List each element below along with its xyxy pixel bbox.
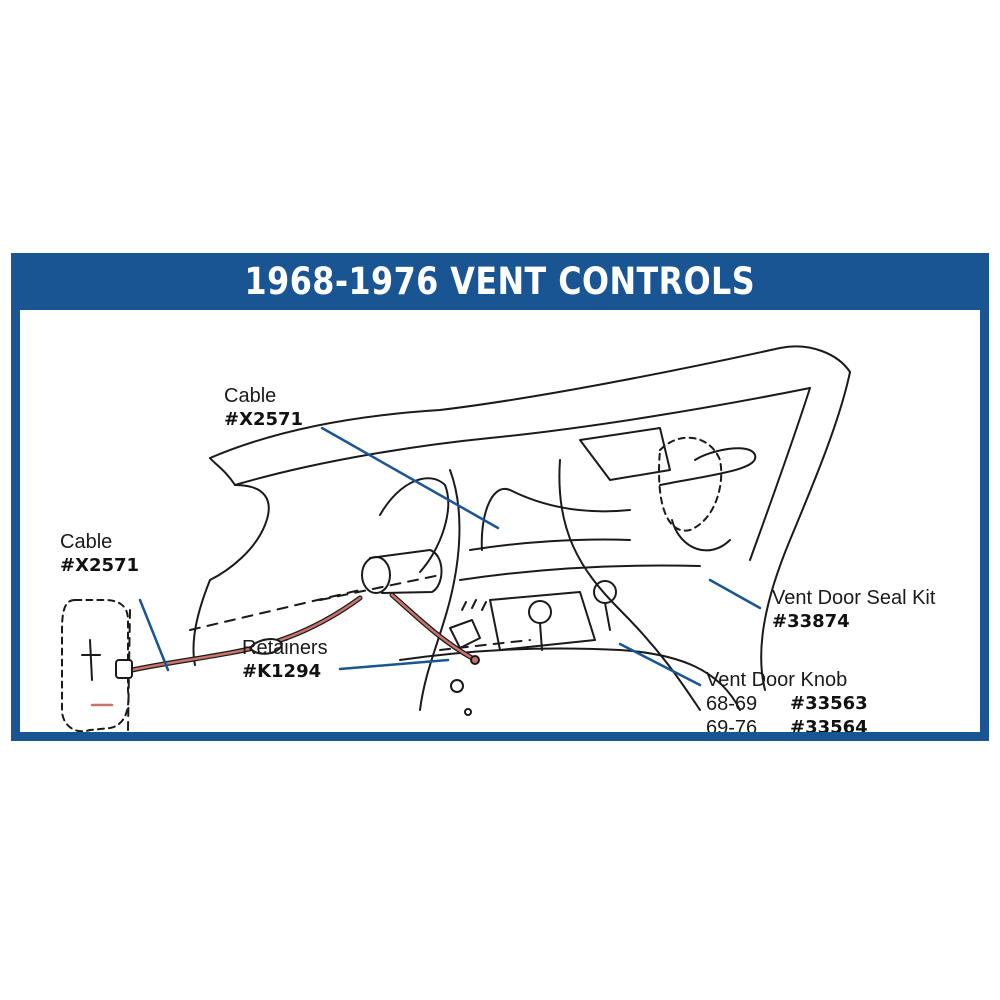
callout-cable-top-label: Cable bbox=[224, 385, 277, 407]
left-lever bbox=[81, 639, 101, 681]
leader-seal-kit bbox=[708, 578, 762, 610]
callout-cable-left-part: #X2571 bbox=[60, 555, 140, 576]
leader-cable-top bbox=[320, 426, 500, 530]
center-cable-highlight bbox=[390, 593, 474, 660]
dash-right-inner bbox=[749, 387, 811, 561]
callout-cable-left-label: Cable bbox=[60, 531, 113, 553]
vent-door-outline bbox=[658, 436, 723, 532]
console-center bbox=[469, 538, 631, 551]
diagram-title: 1968-1976 VENT CONTROLS bbox=[244, 260, 756, 303]
illustration-area: Cable #X2571 Cable #X2571 Retainers #K12… bbox=[20, 310, 980, 732]
console-left-edge bbox=[419, 469, 461, 711]
console-shelf bbox=[459, 564, 701, 581]
leader-cable-left bbox=[138, 598, 170, 672]
dash-pad-lower-edge bbox=[234, 387, 811, 486]
retainer-bracket bbox=[449, 619, 481, 649]
callout-knob-years-1: 68-69 bbox=[706, 693, 758, 715]
knob-left bbox=[528, 600, 552, 624]
dash-pad-outline bbox=[209, 345, 851, 459]
knob-right bbox=[593, 580, 617, 604]
left-cable-clip bbox=[248, 638, 284, 655]
retainer-clip bbox=[450, 679, 464, 693]
callout-retainers-label: Retainers bbox=[242, 637, 328, 659]
callout-knob-years-2: 69-76 bbox=[706, 717, 758, 732]
hidden-cable-route bbox=[189, 574, 531, 651]
binnacle-left bbox=[379, 477, 450, 573]
callout-knob-part-1: #33563 bbox=[790, 693, 868, 714]
diagram-panel: 1968-1976 VENT CONTROLS bbox=[11, 253, 989, 741]
knob-plate bbox=[489, 591, 596, 651]
callout-seal-kit-label: Vent Door Seal Kit bbox=[772, 587, 936, 609]
callout-knob-label: Vent Door Knob bbox=[706, 669, 848, 691]
leader-retainers bbox=[338, 658, 450, 671]
callout-cable-top-part: #X2571 bbox=[224, 409, 304, 430]
console-right-edge bbox=[558, 459, 701, 711]
dash-pad-face bbox=[209, 457, 236, 486]
vent-housing-top bbox=[579, 427, 671, 481]
left-cable-end bbox=[115, 659, 133, 679]
dashboard-line-art bbox=[61, 345, 851, 732]
upper-cable-loop bbox=[659, 447, 757, 486]
vent-door-seal bbox=[671, 519, 731, 552]
knob-lever bbox=[539, 602, 611, 651]
left-vent-door bbox=[61, 599, 130, 732]
cowl-left-lower bbox=[192, 579, 211, 666]
center-cable-end bbox=[470, 655, 480, 665]
title-banner: 1968-1976 VENT CONTROLS bbox=[20, 253, 980, 310]
vent-tube bbox=[369, 549, 443, 594]
retainer-pins bbox=[461, 599, 487, 611]
dash-right-end bbox=[760, 371, 851, 691]
cowl-left-curve bbox=[209, 484, 270, 581]
callout-retainers-part: #K1294 bbox=[242, 661, 322, 682]
callout-knob-part-2: #33564 bbox=[790, 717, 868, 732]
leader-knob bbox=[618, 642, 702, 687]
retainer-screw bbox=[464, 708, 472, 716]
callout-seal-kit-part: #33874 bbox=[772, 611, 850, 632]
